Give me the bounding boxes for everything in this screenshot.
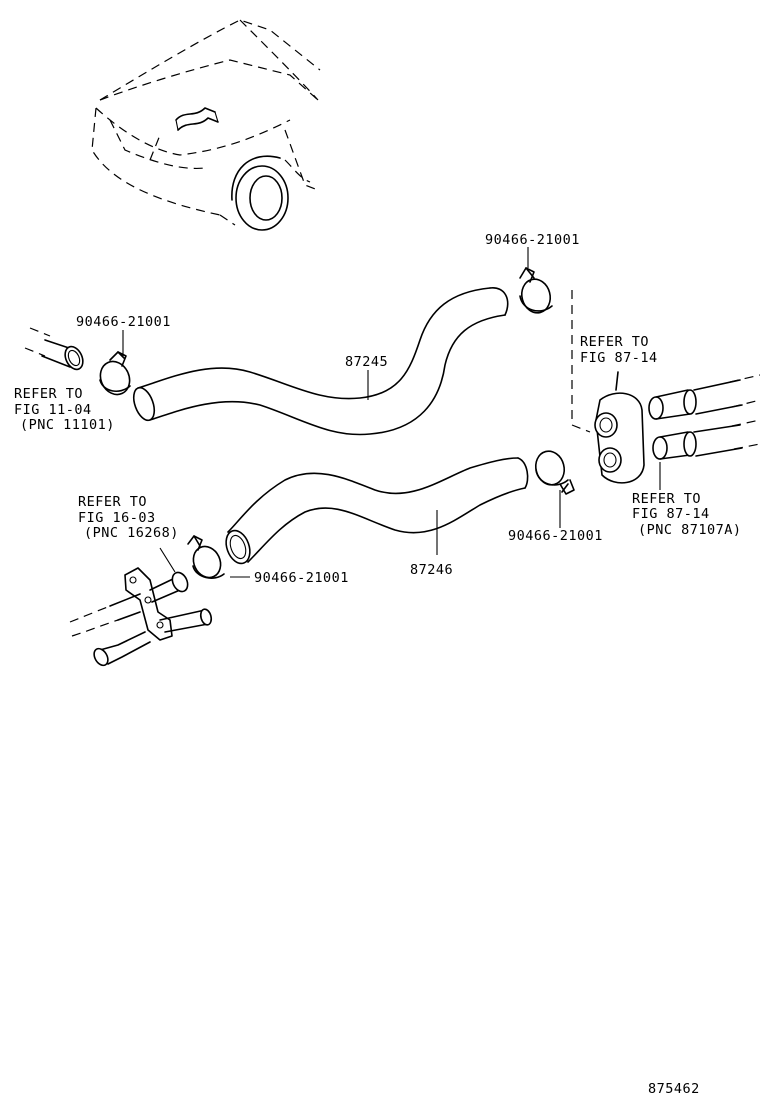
hose-clamp-lower-left <box>187 535 225 579</box>
heater-pipes-right <box>648 374 760 460</box>
refer-pipes-line-2: FIG 87-14 <box>632 506 710 522</box>
part-number-clamp-left: 90466-21001 <box>76 314 171 330</box>
refer-left-line-2: FIG 11-04 <box>14 402 92 418</box>
part-number-clamp-lower-left: 90466-21001 <box>254 570 349 586</box>
callout-labels: 90466-21001 90466-21001 87245 90466-2100… <box>14 232 742 1097</box>
part-number-hose-upper: 87245 <box>345 354 388 370</box>
diagram-number: 875462 <box>648 1081 700 1097</box>
refer-left-line-1: REFER TO <box>14 386 83 402</box>
refer-pipes-line-1: REFER TO <box>632 491 701 507</box>
hose-clamp-lower-right <box>534 450 575 495</box>
engine-pipe-left <box>24 327 84 371</box>
hose-87246 <box>225 457 529 565</box>
part-number-clamp-top: 90466-21001 <box>485 232 580 248</box>
refer-pipes-line-3: (PNC 87107A) <box>638 522 742 538</box>
refer-grommet-line-2: FIG 87-14 <box>580 350 658 366</box>
water-valve-bracket <box>69 567 213 667</box>
leader-lines <box>122 247 661 578</box>
refer-mid-left-line-3: (PNC 16268) <box>84 525 179 541</box>
part-number-hose-lower: 87246 <box>410 562 453 578</box>
hose-87245 <box>132 287 509 436</box>
car-outline-illustration <box>91 19 321 231</box>
refer-mid-left-line-2: FIG 16-03 <box>78 510 156 526</box>
part-number-clamp-lower-right: 90466-21001 <box>508 528 603 544</box>
hose-clamp-left <box>99 351 131 396</box>
refer-left-line-3: (PNC 11101) <box>20 417 115 433</box>
refer-grommet-line-1: REFER TO <box>580 334 649 350</box>
hose-clamp-top <box>519 267 553 314</box>
grommet <box>571 290 645 484</box>
refer-mid-left-line-1: REFER TO <box>78 494 147 510</box>
